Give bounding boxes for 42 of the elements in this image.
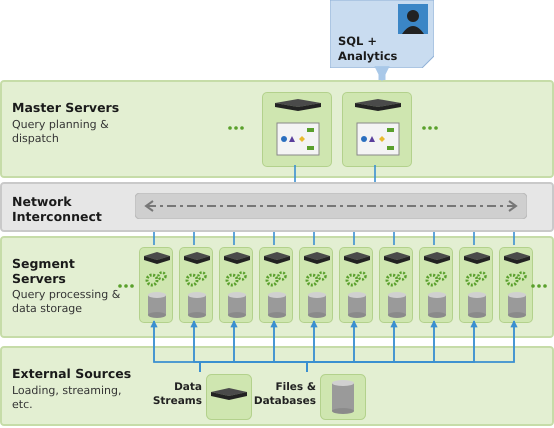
layer-title: Master Servers: [12, 100, 120, 115]
layer-band: [0, 80, 554, 178]
source-label: Files & Databases: [252, 380, 316, 408]
connector-line: [313, 232, 315, 245]
connector-line: [433, 232, 435, 245]
connector-line: [513, 232, 515, 245]
connector-line: [233, 232, 235, 245]
segment-server-tile: [139, 247, 173, 323]
segment-server-tile: [219, 247, 253, 323]
segment-server-tile: [379, 247, 413, 323]
layer-title: Segment Servers: [12, 256, 76, 286]
segment-server-tile: [179, 247, 213, 323]
source-node: [252, 374, 366, 420]
segment-server-tile: [459, 247, 493, 323]
connector-line: [153, 232, 155, 245]
segment-server-tile: [419, 247, 453, 323]
connector-line: [473, 232, 475, 245]
layer-band: [0, 182, 554, 232]
layer-title: External Sources: [12, 366, 132, 381]
connector-line: [193, 232, 195, 245]
connector-line: [374, 165, 376, 182]
document-title: SQL + Analytics: [338, 34, 398, 64]
layer-band: [0, 236, 554, 338]
layer-band: [0, 346, 554, 426]
layer-description: Loading, streaming, etc.: [12, 384, 122, 412]
layer-title: Network Interconnect: [12, 194, 103, 224]
source-node: [152, 374, 252, 420]
layer-description: Query planning & dispatch: [12, 118, 110, 146]
layer-description: Query processing & data storage: [12, 288, 122, 316]
source-label: Data Streams: [152, 380, 202, 408]
connector-line: [294, 165, 296, 182]
master-server-tile: [342, 92, 412, 167]
segment-server-tile: [499, 247, 533, 323]
document-card: [330, 0, 434, 68]
segment-server-tile: [299, 247, 333, 323]
block-arrow: [374, 66, 390, 82]
connector-line: [353, 232, 355, 245]
connector-line: [393, 232, 395, 245]
segment-server-tile: [339, 247, 373, 323]
master-server-tile: [262, 92, 332, 167]
segment-server-tile: [259, 247, 293, 323]
connector-line: [273, 232, 275, 245]
